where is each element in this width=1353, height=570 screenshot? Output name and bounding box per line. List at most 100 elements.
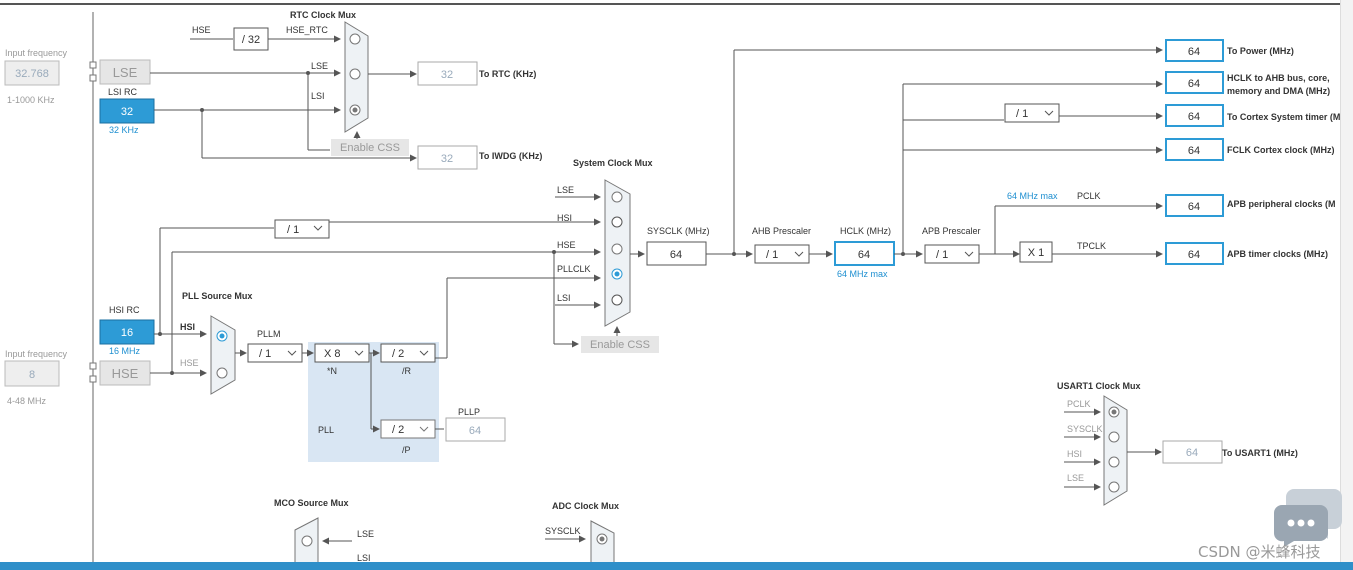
sysmux-input-lsi: LSI <box>557 293 571 303</box>
adc-input-sysclk: SYSCLK <box>545 526 581 536</box>
usart1-mux-title: USART1 Clock Mux <box>1057 381 1141 391</box>
hsi-rc-unit: 16 MHz <box>109 346 141 356</box>
system-clock-mux-title: System Clock Mux <box>573 158 653 168</box>
apb-multiplier-value: X 1 <box>1028 247 1045 259</box>
iwdg-output-box[interactable]: 32 <box>417 145 478 170</box>
rtc-div32-box[interactable]: / 32 <box>233 27 269 51</box>
output-cortex-timer-value: 64 <box>1188 111 1200 123</box>
hse-input-freq-label: Input frequency <box>5 349 68 359</box>
plln-value: X 8 <box>324 348 341 360</box>
pllp-label: PLLP <box>458 407 480 417</box>
output-power-value: 64 <box>1188 46 1200 58</box>
lse-oscillator-block[interactable]: LSE <box>99 59 151 85</box>
pllr-select[interactable]: / 2 <box>380 343 436 363</box>
rtc-enable-css-button[interactable]: Enable CSS <box>331 139 409 156</box>
sysmux-input-lse: LSE <box>557 185 574 195</box>
chat-bubble-icon[interactable] <box>1272 487 1344 547</box>
cortex-timer-divider[interactable]: / 1 <box>1004 103 1060 123</box>
apb-timer-multiplier[interactable]: X 1 <box>1019 241 1053 263</box>
sysclk-label: SYSCLK (MHz) <box>647 226 710 236</box>
pll-src-hse-label: HSE <box>180 358 199 368</box>
cortex-div-value: / 1 <box>1016 108 1028 120</box>
output-apb-peripheral[interactable]: 64 <box>1165 194 1224 217</box>
pll-source-mux[interactable] <box>210 315 236 395</box>
sysmux-enable-css-label: Enable CSS <box>590 339 650 351</box>
pllp-select[interactable]: / 2 <box>380 419 436 439</box>
usart1-clock-mux[interactable] <box>1103 395 1128 506</box>
horizontal-scrollbar[interactable] <box>0 562 1353 570</box>
hsi-sysclk-divider[interactable]: / 1 <box>274 219 330 239</box>
rtc-clock-mux[interactable] <box>344 21 369 133</box>
pll-label: PLL <box>318 425 334 435</box>
rtc-lsi-label: LSI <box>311 91 325 101</box>
output-power[interactable]: 64 <box>1165 39 1224 62</box>
output-apb-timer-value: 64 <box>1188 249 1200 261</box>
usart1-output-box[interactable]: 64 <box>1162 440 1223 464</box>
pllp-output-box[interactable]: 64 <box>445 417 506 442</box>
sysmux-enable-css-button[interactable]: Enable CSS <box>581 336 659 353</box>
hsi-div-value: / 1 <box>287 224 299 236</box>
sysmux-input-hsi: HSI <box>557 213 572 223</box>
sysclk-value-box[interactable]: 64 <box>646 241 707 266</box>
output-apb-timer[interactable]: 64 <box>1165 242 1224 265</box>
chevron-down-icon <box>419 350 429 356</box>
hclk-value-input[interactable]: 64 <box>834 241 895 266</box>
chevron-down-icon <box>313 225 323 231</box>
chevron-down-icon <box>354 350 364 356</box>
lse-input-freq-field[interactable]: 32.768 <box>4 60 60 86</box>
apb-prescaler-label: APB Prescaler <box>922 226 981 236</box>
lse-input-freq-label: Input frequency <box>5 48 68 58</box>
hsi-rc-block[interactable]: 16 <box>99 319 155 345</box>
pllp-output-value: 64 <box>469 425 481 437</box>
pllm-select[interactable]: / 1 <box>247 343 303 363</box>
sysmux-input-hse: HSE <box>557 240 576 250</box>
output-hclk-label2: memory and DMA (MHz) <box>1227 86 1330 96</box>
hse-label: HSE <box>112 366 139 381</box>
hse-input-freq-field[interactable]: 8 <box>4 360 60 387</box>
rtc-output-label: To RTC (KHz) <box>479 69 536 79</box>
lse-input-freq-value: 32.768 <box>15 68 49 80</box>
output-cortex-timer[interactable]: 64 <box>1165 104 1224 127</box>
output-cortex-timer-label: To Cortex System timer (M <box>1227 112 1340 122</box>
chevron-down-icon <box>794 251 804 257</box>
output-hclk[interactable]: 64 <box>1165 71 1224 94</box>
hse-oscillator-block[interactable]: HSE <box>99 360 151 386</box>
rtc-mux-title: RTC Clock Mux <box>290 10 356 20</box>
apb-max-label: 64 MHz max <box>1007 191 1058 201</box>
rtc-lse-label: LSE <box>311 61 328 71</box>
output-fclk[interactable]: 64 <box>1165 138 1224 161</box>
apb-prescaler-select[interactable]: / 1 <box>924 244 980 264</box>
usart-input-lse: LSE <box>1067 473 1084 483</box>
rtc-output-value: 32 <box>441 69 453 81</box>
ahb-prescaler-value: / 1 <box>766 249 778 261</box>
ahb-prescaler-select[interactable]: / 1 <box>754 244 810 264</box>
hclk-value: 64 <box>858 249 870 261</box>
lsi-rc-block[interactable]: 32 <box>99 98 155 124</box>
lsi-rc-label: LSI RC <box>108 87 138 97</box>
rtc-enable-css-label: Enable CSS <box>340 142 400 154</box>
lse-input-range: 1-1000 KHz <box>7 95 55 105</box>
sysclk-value: 64 <box>670 249 682 261</box>
sysmux-input-pllclk: PLLCLK <box>557 264 591 274</box>
chevron-down-icon <box>419 426 429 432</box>
apb-prescaler-value: / 1 <box>936 249 948 261</box>
hsi-rc-value: 16 <box>121 327 133 339</box>
iwdg-output-label: To IWDG (KHz) <box>479 151 542 161</box>
usart-input-hsi: HSI <box>1067 449 1082 459</box>
output-fclk-label: FCLK Cortex clock (MHz) <box>1227 145 1335 155</box>
adc-clock-mux[interactable] <box>590 520 615 562</box>
plln-label: *N <box>327 366 337 376</box>
system-clock-mux[interactable] <box>604 179 631 327</box>
ahb-prescaler-label: AHB Prescaler <box>752 226 811 236</box>
vertical-scrollbar[interactable] <box>1340 0 1353 562</box>
rtc-output-box[interactable]: 32 <box>417 61 478 86</box>
mco-source-mux[interactable] <box>294 517 319 562</box>
lsi-rc-unit: 32 KHz <box>109 125 139 135</box>
plln-select[interactable]: X 8 <box>314 343 370 363</box>
chevron-down-icon <box>1044 110 1054 116</box>
clock-tree-canvas: Input frequency 32.768 1-1000 KHz Input … <box>4 10 1340 562</box>
hse-input-freq-value: 8 <box>29 369 35 381</box>
chevron-down-icon <box>964 251 974 257</box>
usart-input-sysclk: SYSCLK <box>1067 424 1103 434</box>
output-apb-peripheral-label: APB peripheral clocks (M <box>1227 199 1336 209</box>
